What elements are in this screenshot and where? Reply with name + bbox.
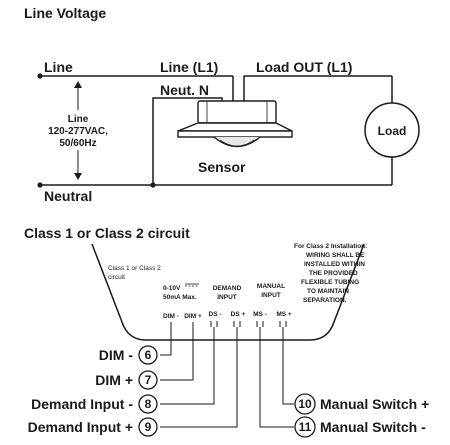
supply-label-1: Line (68, 114, 89, 125)
load-out-label: Load OUT (L1) (256, 59, 352, 75)
terminal-dim-minus: DIM - (163, 313, 179, 320)
sensor-base-outline (91, 243, 365, 341)
wire-label-manual-minus: Manual Switch - (320, 419, 426, 435)
install-note: For Class 2 Installation: WIRING SHALL B… (294, 243, 367, 304)
wire-number-circle (138, 394, 158, 414)
wire-label-demand-minus: Demand Input - (31, 396, 133, 412)
wire-number-circle (294, 416, 316, 438)
wire-label-manual-plus: Manual Switch + (320, 396, 429, 412)
install-note-line-3: INSTALLED WITHIN (304, 261, 365, 268)
wire-number-6: 6 (145, 348, 152, 362)
line-terminal-dot (37, 73, 43, 79)
line-voltage-title: Line Voltage (24, 5, 106, 21)
dim-range-label-1: 0-10V (163, 285, 181, 292)
demand-input-label-1: DEMAND (213, 285, 242, 292)
wire-callout-11: 11 Manual Switch - (294, 416, 426, 438)
neut-n-label: Neut. N (160, 82, 209, 98)
circuit-note-1: Class 1 or Class 2 (108, 265, 161, 272)
manual-input-label-2: INPUT (261, 292, 281, 299)
wire-number-circle (294, 393, 316, 415)
line-l1-label: Line (L1) (160, 59, 218, 75)
wire-number-11: 11 (299, 420, 312, 434)
load-label: Load (378, 124, 407, 138)
sensor-neutral-wire (152, 97, 223, 185)
wire-label-dim-plus: DIM + (95, 372, 133, 388)
wire-number-circle (138, 345, 158, 365)
wire-dim-plus (160, 322, 194, 381)
terminal-dim-plus: DIM + (184, 313, 202, 320)
wire-number-9: 9 (145, 420, 152, 434)
install-note-line-4: THE PROVIDED (309, 270, 358, 277)
neutral-terminal-dot (37, 182, 43, 188)
terminal-ds-plus: DS + (231, 311, 246, 318)
wire-ms-minus (259, 327, 294, 428)
neutral-label: Neutral (44, 188, 92, 204)
wire-ds-minus (160, 327, 215, 405)
install-note-line-2: WIRING SHALL BE (306, 252, 365, 259)
wire-number-7: 7 (145, 373, 152, 387)
terminal-ticks (210, 321, 287, 327)
wire-callout-6: DIM - 6 (99, 345, 158, 365)
neutral-junction-dot (150, 182, 156, 188)
dim-range-label-2: 50mA Max. (163, 294, 197, 301)
sensor-label: Sensor (198, 159, 246, 175)
class-circuit-title: Class 1 or Class 2 circuit (24, 225, 190, 241)
terminal-ms-plus: MS + (276, 311, 292, 318)
line-label: Line (44, 59, 73, 75)
wire-callout-9: Demand Input + 9 (28, 417, 158, 437)
wire-number-circle (138, 370, 158, 390)
wire-number-circle (138, 417, 158, 437)
terminal-ds-minus: DS - (209, 311, 222, 318)
install-note-line-6: TO MAINTAIN (307, 288, 349, 295)
wire-ds-plus (160, 327, 238, 428)
wire-number-8: 8 (145, 397, 152, 411)
wire-callout-8: Demand Input - 8 (31, 394, 158, 414)
wire-callout-7: DIM + 7 (95, 370, 158, 390)
arrow-down-icon (74, 173, 82, 180)
wire-dim-minus (160, 322, 172, 356)
supply-label-2: 120-277VAC, (48, 126, 108, 137)
wire-callout-10: 10 Manual Switch + (294, 393, 429, 415)
install-note-line-5: FLEXIBLE TUBING (301, 279, 359, 286)
wire-label-demand-plus: Demand Input + (28, 419, 133, 435)
wire-number-10: 10 (298, 397, 312, 411)
install-note-line-1: For Class 2 Installation: (294, 243, 367, 250)
terminal-ms-minus: MS - (253, 311, 267, 318)
wire-label-dim-minus: DIM - (99, 347, 134, 363)
arrow-up-icon (74, 81, 82, 88)
supply-label-3: 50/60Hz (59, 138, 96, 149)
demand-input-label-2: INPUT (217, 294, 237, 301)
wire-ms-plus (282, 327, 294, 405)
sensor-icon (177, 100, 293, 148)
manual-input-label-1: MANUAL (257, 283, 285, 290)
install-note-line-7: SEPARATION. (303, 297, 347, 304)
circuit-note-2: circuit (108, 274, 125, 281)
